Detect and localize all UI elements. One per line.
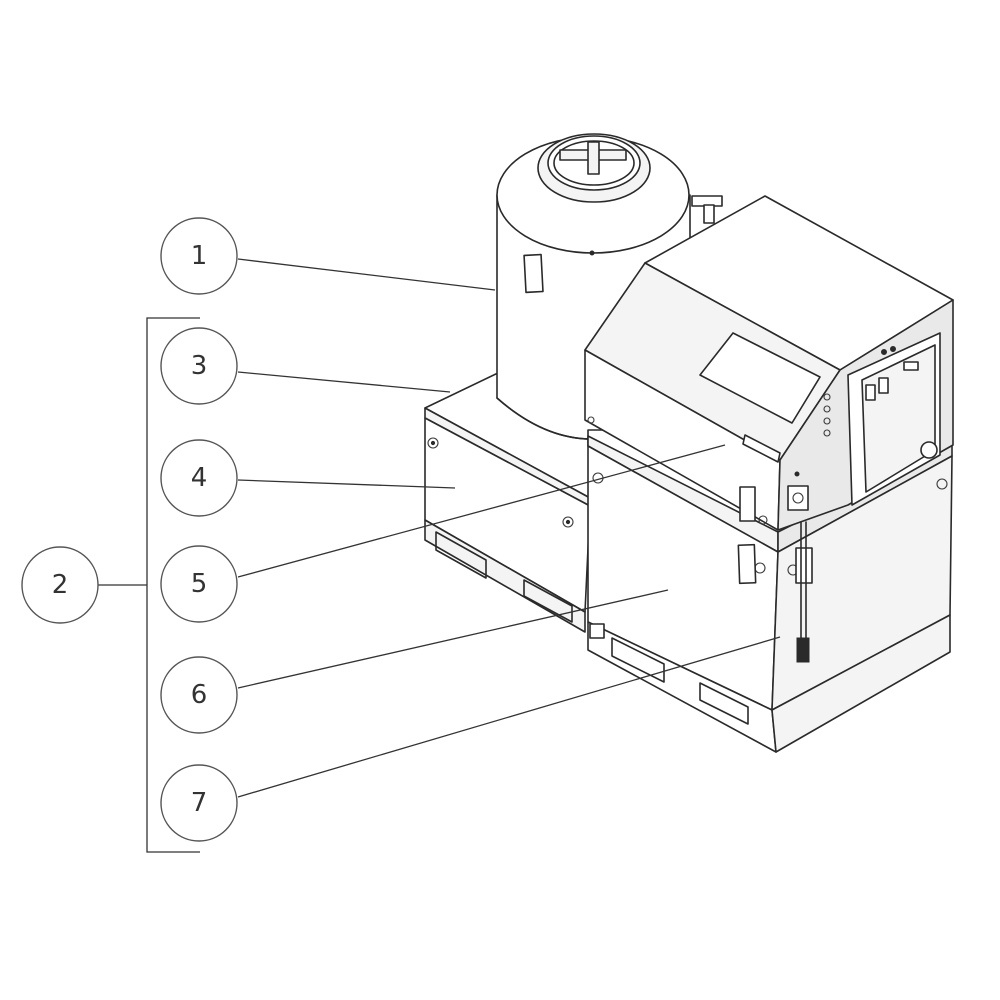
callout-5: 5 xyxy=(160,545,238,623)
control-housing xyxy=(584,195,954,531)
callout-6: 6 xyxy=(160,656,238,734)
leader-line-4 xyxy=(237,479,456,489)
callout-7: 7 xyxy=(160,764,238,842)
leader-line-6 xyxy=(237,589,669,689)
callout-3: 3 xyxy=(160,327,238,405)
callout-6-label: 6 xyxy=(191,680,208,710)
leader-line-1 xyxy=(237,258,496,291)
leader-line-7 xyxy=(237,636,781,798)
callout-1: 1 xyxy=(160,217,238,295)
leader-line-3 xyxy=(237,371,451,393)
callout-3-label: 3 xyxy=(191,351,208,381)
callout-4: 4 xyxy=(160,439,238,517)
callout-7-label: 7 xyxy=(191,788,208,818)
callout-2: 2 xyxy=(21,546,99,624)
callout-4-label: 4 xyxy=(191,463,208,493)
callout-5-label: 5 xyxy=(191,569,208,599)
callout-2-label: 2 xyxy=(52,570,69,600)
leader-line-5 xyxy=(237,444,726,578)
callout-1-label: 1 xyxy=(191,241,208,271)
